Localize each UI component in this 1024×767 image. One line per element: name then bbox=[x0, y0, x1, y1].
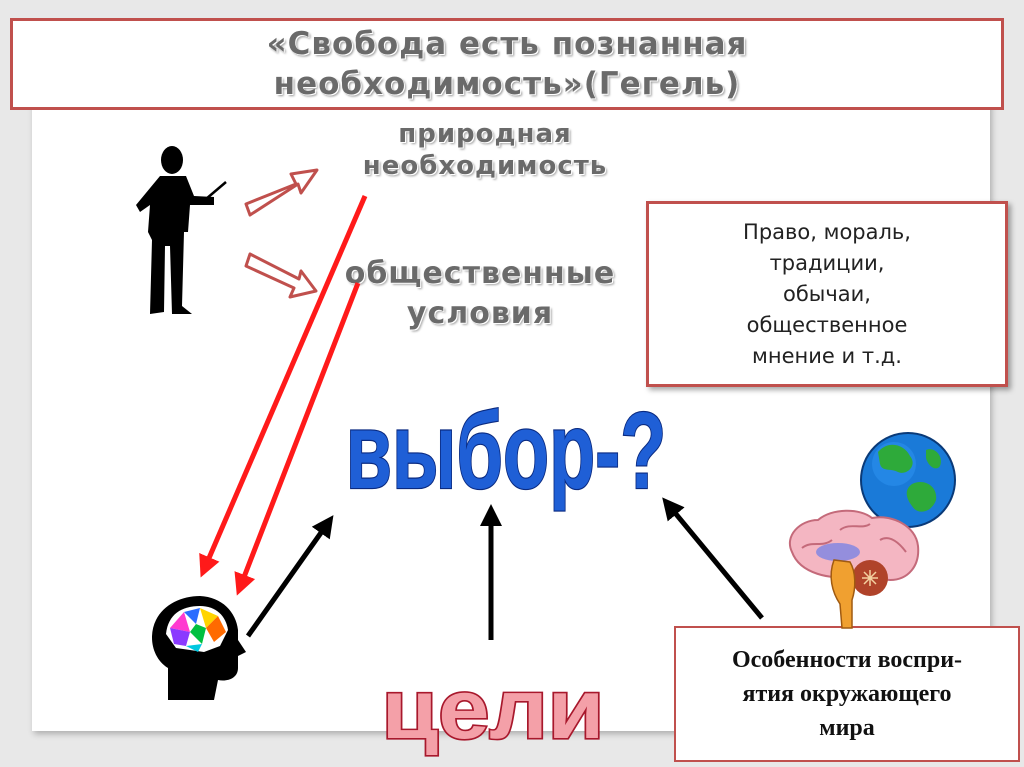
teacher-silhouette-icon bbox=[136, 146, 227, 314]
red-arrow-social bbox=[234, 282, 361, 596]
perception-box: Особенности воспри- ятия окружающего мир… bbox=[674, 626, 1020, 762]
colorful-head-icon bbox=[152, 596, 246, 700]
perception-text: Особенности воспри- ятия окружающего мир… bbox=[731, 647, 963, 741]
slide-title: «Свобода есть познанная необходимость»(Г… bbox=[266, 26, 748, 102]
black-arrow-perception bbox=[662, 497, 764, 620]
red-arrow-natural bbox=[199, 195, 368, 578]
social-conditions-label: общественные условия bbox=[344, 256, 616, 331]
hollow-arrow-lower bbox=[244, 252, 318, 299]
brain-icon bbox=[789, 509, 920, 629]
natural-necessity-label: природная необходимость bbox=[362, 119, 608, 181]
norms-text: Право, мораль, традиции, обычаи, обществ… bbox=[743, 219, 911, 368]
choice-label: выбор-? bbox=[346, 389, 667, 511]
globe-icon bbox=[860, 432, 956, 528]
goals-label: цели bbox=[382, 662, 605, 756]
title-box: «Свобода есть познанная необходимость»(Г… bbox=[10, 18, 1004, 110]
black-arrow-head bbox=[245, 515, 334, 638]
norms-box: Право, мораль, традиции, обычаи, обществ… bbox=[646, 201, 1008, 387]
hollow-arrow-upper bbox=[244, 168, 319, 217]
